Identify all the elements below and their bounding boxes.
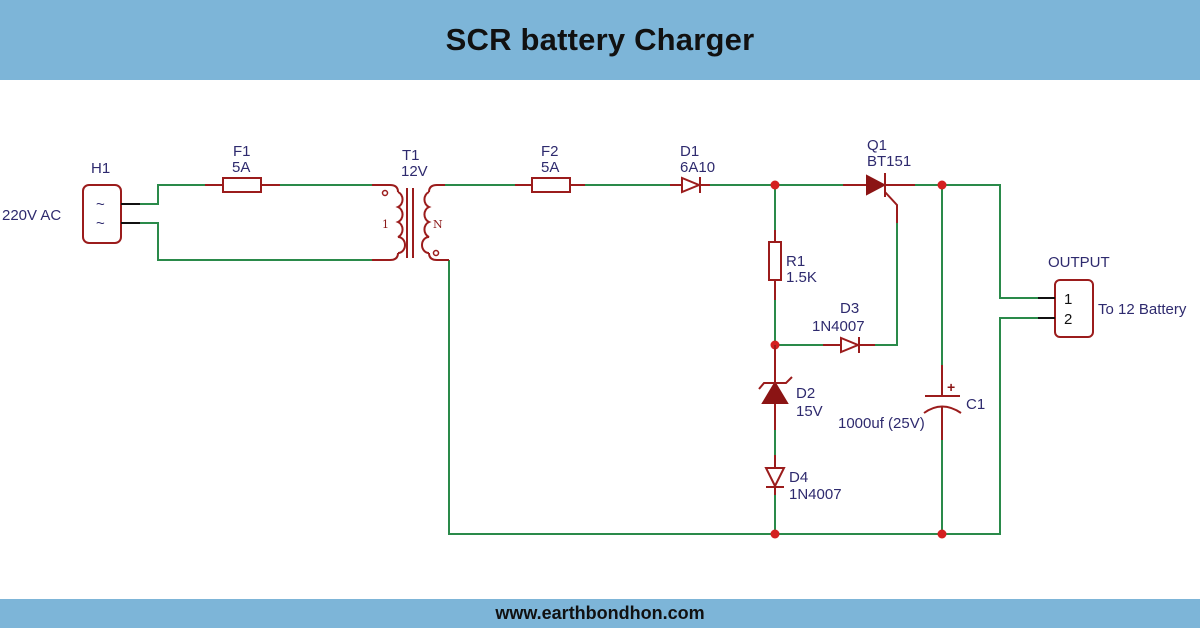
d4-ref-label: D4 xyxy=(789,469,808,486)
wire-h1-bottom xyxy=(140,222,372,261)
d1-diode: D1 6A10 xyxy=(670,143,715,194)
d3-ref-label: D3 xyxy=(840,300,859,317)
c1-polarity-mark: + xyxy=(947,379,955,395)
website-link[interactable]: www.earthbondhon.com xyxy=(495,603,705,623)
junction-dot xyxy=(770,180,780,190)
d2-ref-label: D2 xyxy=(796,385,815,402)
h1-pin-1-symbol: ~ xyxy=(96,196,105,213)
d2-value-label: 15V xyxy=(796,403,823,420)
d1-ref-label: D1 xyxy=(680,143,699,160)
diode-icon xyxy=(840,336,861,354)
zener-diode-icon xyxy=(761,381,789,404)
transformer-secondary-coil-icon xyxy=(421,191,432,254)
zener-cathode-bar xyxy=(758,376,793,390)
scr-thyristor-icon xyxy=(866,174,887,196)
f1-value-label: 5A xyxy=(232,159,250,176)
diode-icon xyxy=(681,176,702,194)
transformer-primary-lead xyxy=(372,252,399,261)
wire-ground-rail xyxy=(448,260,1040,535)
f2-fuse: F2 5A xyxy=(515,143,585,193)
f2-value-label: 5A xyxy=(541,159,559,176)
output-pin-2-label: 2 xyxy=(1064,311,1072,328)
output-ref-label: OUTPUT xyxy=(1048,254,1110,271)
r1-ref-label: R1 xyxy=(786,253,805,270)
d3-value-label: 1N4007 xyxy=(812,318,865,335)
fuse-icon xyxy=(531,177,571,193)
wire-h1-top xyxy=(140,184,205,205)
r1-value-label: 1.5K xyxy=(786,269,817,286)
r1-resistor: R1 1.5K xyxy=(768,230,817,300)
c1-ref-label: C1 xyxy=(966,396,985,413)
page-title: SCR battery Charger xyxy=(445,22,755,57)
c1-value-label: 1000uf (25V) xyxy=(838,415,925,432)
f1-fuse: F1 5A xyxy=(205,143,280,193)
f1-ref-label: F1 xyxy=(233,143,251,160)
ac-input-connector-icon xyxy=(82,184,122,244)
junction-dot xyxy=(937,529,947,539)
transformer-primary-coil-icon xyxy=(395,191,406,254)
polarity-dot-icon xyxy=(381,189,389,197)
h1-ref-label: H1 xyxy=(91,160,110,177)
junction-dot xyxy=(770,529,780,539)
q1-scr: Q1 BT151 xyxy=(843,137,915,223)
wire-q1-output xyxy=(915,184,1040,299)
t1-primary-mark: 1 xyxy=(382,218,389,231)
h1-ac-input: ~ ~ H1 220V AC xyxy=(2,160,140,244)
t1-value-label: 12V xyxy=(401,163,428,180)
output-connector: 1 2 OUTPUT To 12 Battery xyxy=(1038,254,1187,338)
footer-banner: www.earthbondhon.com xyxy=(0,599,1200,628)
transformer-secondary-lead xyxy=(428,184,445,193)
transformer-secondary-lead xyxy=(428,252,449,261)
junction-dot xyxy=(937,180,947,190)
h1-pin-2-symbol: ~ xyxy=(96,215,105,232)
d4-value-label: 1N4007 xyxy=(789,486,842,503)
fuse-icon xyxy=(222,177,262,193)
d4-diode: D4 1N4007 xyxy=(764,455,842,503)
c1-capacitor: + C1 1000uf (25V) xyxy=(838,365,985,440)
output-note-label: To 12 Battery xyxy=(1098,301,1187,318)
d1-value-label: 6A10 xyxy=(680,159,715,176)
q1-value-label: BT151 xyxy=(867,153,911,170)
transformer-primary-lead xyxy=(372,184,399,193)
wires xyxy=(140,184,1040,535)
d2-zener-diode: D2 15V xyxy=(758,345,823,430)
wire-d3-gate xyxy=(875,223,898,346)
t1-secondary-mark: N xyxy=(433,218,443,231)
diode-icon xyxy=(764,467,786,489)
t1-transformer: 1 N T1 12V xyxy=(372,147,449,261)
polarity-dot-icon xyxy=(432,249,440,257)
q1-ref-label: Q1 xyxy=(867,137,887,154)
scr-gate-lead xyxy=(884,191,898,223)
output-connector-icon xyxy=(1054,279,1094,338)
output-pin-1-label: 1 xyxy=(1064,291,1072,308)
ac-input-label: 220V AC xyxy=(2,207,61,224)
f2-ref-label: F2 xyxy=(541,143,559,160)
title-banner: SCR battery Charger xyxy=(0,0,1200,80)
resistor-icon xyxy=(768,241,782,281)
t1-ref-label: T1 xyxy=(402,147,420,164)
d3-diode: D3 1N4007 xyxy=(812,300,875,354)
